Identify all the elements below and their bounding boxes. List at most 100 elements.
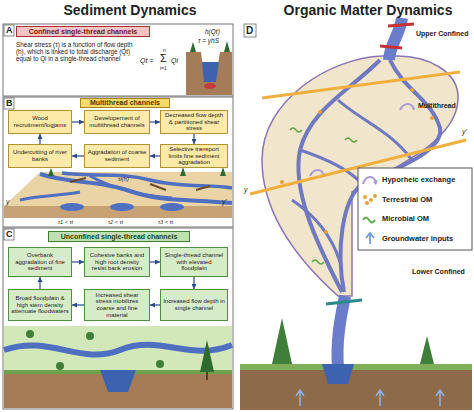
legend-sample xyxy=(365,201,369,205)
annotation: τi(h) xyxy=(118,176,129,183)
equation-term: Qi xyxy=(171,57,178,65)
node-text: Unconfined single-thread channels xyxy=(61,233,178,241)
panel-header: Unconfined single-thread channels xyxy=(48,231,190,242)
legend-entry: Groundwater inputs xyxy=(361,230,471,247)
tree xyxy=(220,167,226,176)
channel xyxy=(40,174,232,203)
groundwater-arrow xyxy=(296,390,304,406)
legend-sample xyxy=(363,217,375,222)
tree xyxy=(180,167,186,176)
tree xyxy=(200,340,214,372)
panel-letter: C xyxy=(6,230,13,240)
process-box: Undercutting of river banks xyxy=(8,144,72,168)
legend-sample xyxy=(366,233,374,244)
terrestrial-om xyxy=(280,180,284,184)
tree xyxy=(56,362,64,370)
microbial-om xyxy=(290,128,302,132)
tree xyxy=(224,41,230,52)
node-text: Undercutting of river banks xyxy=(11,149,69,162)
process-box: Increased shear stress mobilizes coarse … xyxy=(84,289,150,321)
node-text: Cohesive banks and high root density res… xyxy=(87,252,147,272)
terrestrial-om xyxy=(430,116,434,120)
channel xyxy=(4,345,232,355)
process-box: Increased flow depth in single channel xyxy=(160,289,228,321)
node-text: Aggradation of coarse sediment xyxy=(87,149,147,162)
panel-frame xyxy=(3,24,233,96)
heading: Sediment Dynamics xyxy=(30,3,230,18)
terrestrial-om xyxy=(410,88,414,92)
channel-section xyxy=(322,364,354,384)
floodplain xyxy=(4,326,232,372)
flow-arrow xyxy=(193,134,194,144)
soil-section xyxy=(240,368,472,410)
legend-sample xyxy=(369,198,373,202)
tree xyxy=(272,318,292,364)
panel-letter: B xyxy=(6,99,13,109)
region-label: Lower Confined xyxy=(412,268,465,276)
axis-label: y xyxy=(244,186,248,194)
channel xyxy=(62,173,232,188)
flow-arrow xyxy=(39,134,40,144)
node-text: Wood recruitment/logjams xyxy=(11,115,69,128)
tree xyxy=(26,330,34,338)
node-text: Broad floodplain & high stem density att… xyxy=(11,295,69,315)
flow-arrow xyxy=(39,277,40,289)
annotation: τ2 < τt xyxy=(108,219,123,225)
legend-sample xyxy=(361,192,379,206)
terrestrial-om xyxy=(324,230,328,234)
process-box: Cohesive banks and high root density res… xyxy=(84,247,150,277)
legend-text: Terrestrial OM xyxy=(382,195,432,204)
node-text: Decreased flow depth & partitioned shear… xyxy=(163,112,225,132)
annotation: τ1 < τt xyxy=(58,219,73,225)
legend-text: Microbial OM xyxy=(382,214,429,223)
braid-channel xyxy=(292,200,340,262)
tree xyxy=(156,360,164,368)
equation-term: i=1 xyxy=(160,66,167,72)
node-text: Developement of multithread channels xyxy=(87,115,147,128)
letter-box xyxy=(4,229,14,240)
region-label: Multithread xyxy=(418,102,456,110)
flow-arrow xyxy=(72,121,84,122)
node-text: Confined single-thread channels xyxy=(29,28,138,36)
channel xyxy=(20,192,80,200)
valley-floor xyxy=(4,172,232,206)
annotation: Shear stress (τ) is a function of flow d… xyxy=(16,41,140,63)
flow-arrow xyxy=(72,155,84,156)
flow-arrow xyxy=(150,155,160,156)
log xyxy=(70,178,86,182)
groundwater-arrow xyxy=(436,390,444,406)
grass xyxy=(240,364,472,370)
legend-entry: Microbial OM xyxy=(361,210,471,227)
region-label: Upper Confined xyxy=(416,30,469,38)
node-text: Increased flow depth in single channel xyxy=(163,298,225,311)
panel-frame xyxy=(3,97,233,227)
node-text: Single-thread channel with elevated floo… xyxy=(163,252,225,272)
annotation: τ3 < τt xyxy=(158,219,173,225)
process-box: Developement of multithread channels xyxy=(84,110,150,134)
lower-channel xyxy=(337,296,345,368)
process-box: Wood recruitment/logjams xyxy=(8,110,72,134)
channel-section xyxy=(160,203,184,211)
legend-sample xyxy=(363,195,367,199)
panel-letter: A xyxy=(6,26,13,36)
process-box: Decreased flow depth & partitioned shear… xyxy=(160,110,228,134)
node-text: Multithread channels xyxy=(90,99,160,107)
tree xyxy=(86,332,94,340)
legend-frame xyxy=(358,168,472,250)
flow-arrow xyxy=(150,261,160,262)
axis-label: y' xyxy=(222,198,227,205)
panel-frame xyxy=(3,228,233,409)
hyporheic-arrow xyxy=(400,104,414,110)
channel-section xyxy=(100,370,136,392)
axis-label: y' xyxy=(462,128,467,136)
process-box: Overbank aggradation of fine sediment xyxy=(8,247,72,277)
reach-boundary xyxy=(380,46,402,48)
node-text: Increased shear stress mobilizes coarse … xyxy=(87,292,147,319)
terrestrial-om xyxy=(318,110,322,114)
process-box: Single-thread channel with elevated floo… xyxy=(160,247,228,277)
axis-label: y xyxy=(6,198,9,205)
tree xyxy=(190,42,196,52)
flow-arrow xyxy=(193,277,194,289)
flow-arrow xyxy=(150,121,160,122)
